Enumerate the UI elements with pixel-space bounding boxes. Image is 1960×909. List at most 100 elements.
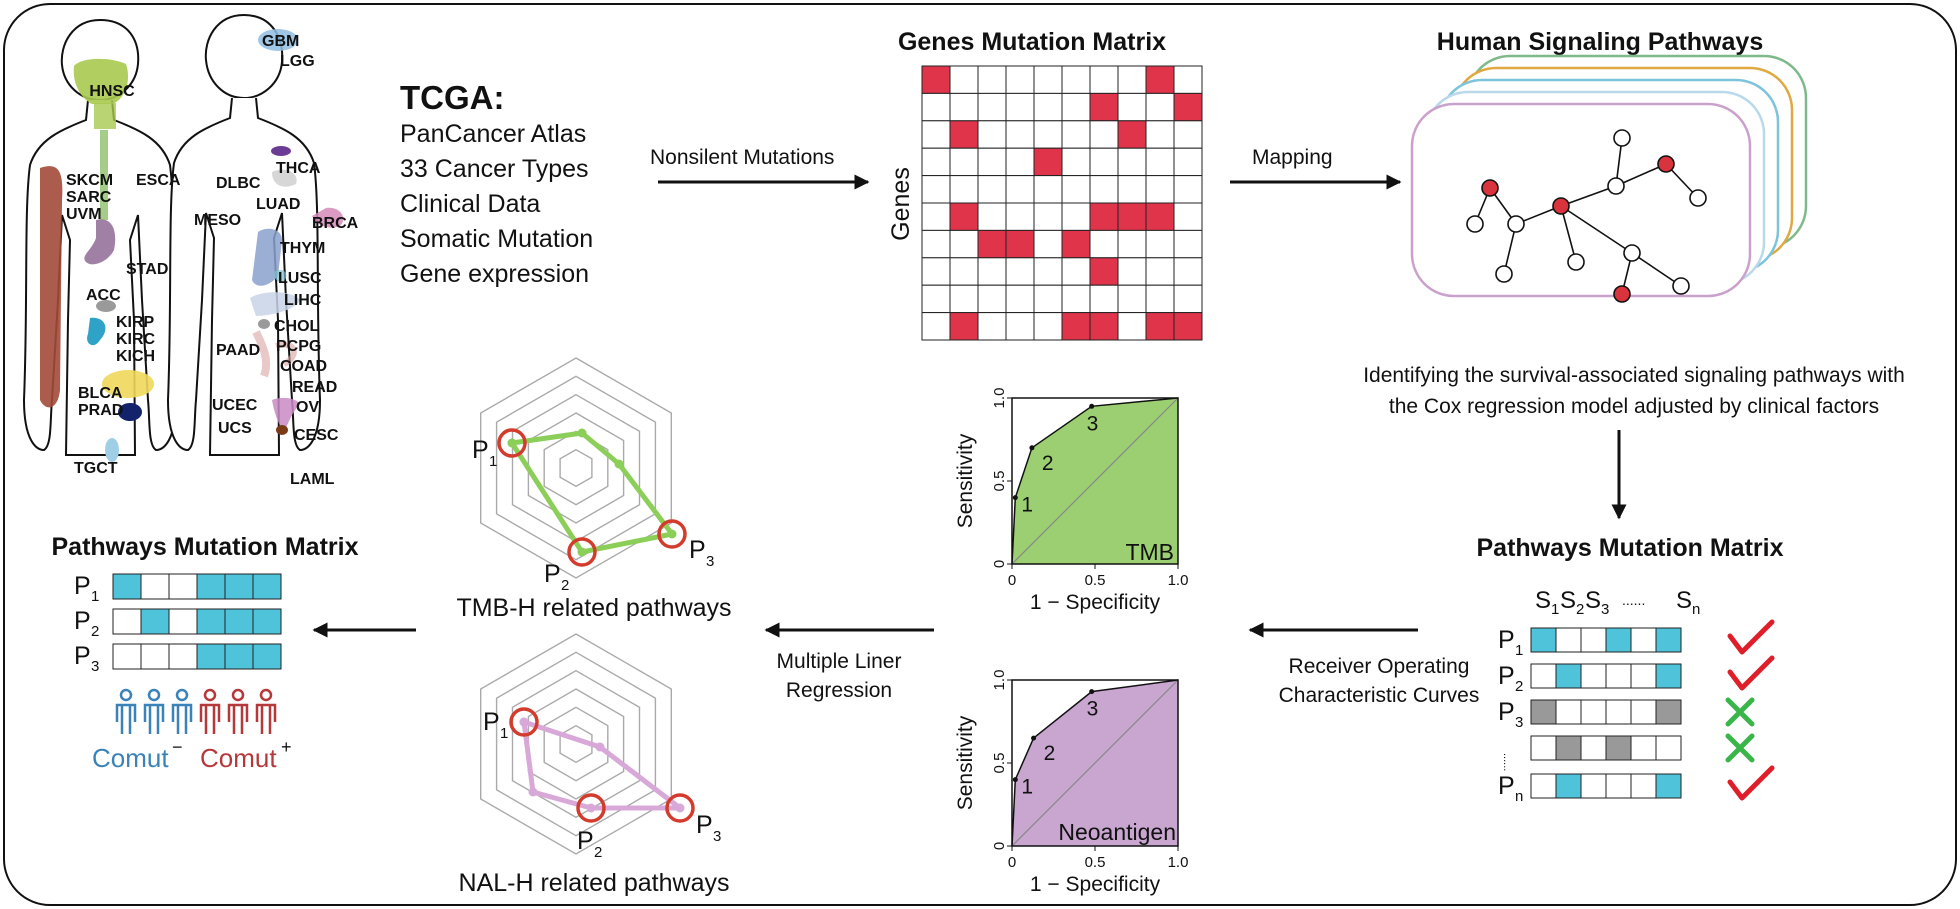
person-icon	[199, 688, 221, 734]
matrix-cell	[1173, 120, 1203, 149]
pathway-cell	[140, 608, 170, 635]
matrix-cell	[1145, 147, 1175, 177]
pathway-cell	[1655, 627, 1682, 653]
roc-point	[1012, 777, 1018, 783]
svg-text:S: S	[1676, 587, 1692, 614]
pathway-cell	[1655, 735, 1682, 761]
radar-ring	[480, 633, 672, 855]
radar-point	[577, 428, 587, 438]
highlight-ring	[567, 537, 597, 567]
svg-text:n: n	[1692, 601, 1700, 618]
matrix-cell	[1173, 229, 1203, 259]
label-acc: ACC	[86, 287, 121, 304]
matrix-cell	[1173, 202, 1203, 231]
radar-ring	[495, 375, 657, 561]
matrix-cell	[1173, 147, 1203, 177]
tcga-block: TCGA: PanCancer Atlas 33 Cancer Types Cl…	[400, 79, 593, 288]
label-lusc: LUSC	[278, 270, 322, 287]
x-tick-label: 0.5	[1085, 854, 1106, 871]
matrix-cell	[921, 120, 951, 149]
pathways-left-title: Pathways Mutation Matrix	[52, 533, 359, 561]
pathway-cell	[196, 643, 226, 670]
label-pcpg: PCPG	[276, 338, 321, 355]
pathway-row-label: P	[74, 607, 91, 635]
label-kirp: KIRP	[116, 314, 155, 331]
matrix-cell	[1173, 65, 1203, 94]
matrix-cell	[1117, 175, 1147, 204]
radar-ring	[511, 669, 641, 819]
pathway-cell	[1655, 663, 1682, 689]
label-esca: ESCA	[136, 172, 181, 189]
pathway-cell	[1580, 663, 1607, 689]
pathway-cell	[1555, 735, 1582, 761]
matrix-cell	[949, 257, 979, 286]
radar-point	[595, 742, 605, 752]
genes-matrix-title: Genes Mutation Matrix	[898, 28, 1166, 56]
row-ellipsis: ......	[1501, 753, 1513, 771]
mlr-label-1: Multiple Liner	[777, 650, 902, 673]
matrix-cell	[977, 284, 1007, 314]
matrix-cell	[1117, 229, 1147, 259]
tcga-title: TCGA:	[400, 79, 504, 116]
svg-text:1: 1	[1551, 601, 1559, 618]
network-title: Human Signaling Pathways	[1437, 28, 1763, 56]
matrix-cell	[921, 147, 951, 177]
genes-matrix-ylabel: Genes	[887, 167, 915, 241]
roc-label-1: Receiver Operating	[1289, 655, 1470, 678]
roc-ylabel: Sensitivity	[954, 433, 977, 528]
matrix-cell	[1117, 257, 1147, 286]
mutated-cell	[949, 120, 979, 149]
pathway-cell	[112, 608, 142, 635]
organ-labels-left: HNSC SKCM SARC UVM ESCA STAD ACC KIRP KI…	[66, 83, 181, 477]
matrix-cell	[1089, 147, 1119, 177]
tcga-item-4: Somatic Mutation	[400, 225, 593, 253]
radar-label-sub: 2	[594, 844, 602, 861]
label-ucec: UCEC	[212, 397, 258, 414]
mutated-cell	[1061, 229, 1091, 259]
comut-plus-sup: +	[281, 737, 292, 757]
pathway-cell	[1530, 663, 1557, 689]
radar-ring	[495, 651, 657, 837]
label-coad: COAD	[280, 358, 327, 375]
matrix-cell	[1005, 65, 1035, 94]
tcga-item-5: Gene expression	[400, 260, 589, 288]
matrix-cell	[1005, 284, 1035, 314]
pathway-row-label: P	[1498, 626, 1515, 654]
radar-point	[577, 547, 587, 557]
pathway-cell	[1655, 773, 1682, 799]
pathway-cell	[1580, 773, 1607, 799]
matrix-cell	[977, 202, 1007, 231]
check-icon	[1727, 655, 1775, 691]
svg-text:S: S	[1585, 587, 1601, 614]
matrix-cell	[1145, 92, 1175, 122]
matrix-cell	[921, 257, 951, 286]
roc-point-label: 3	[1087, 698, 1099, 721]
matrix-cell	[1033, 65, 1063, 94]
mutated-cell	[1005, 229, 1035, 259]
matrix-cell	[1061, 120, 1091, 149]
x-tick-label: 0.5	[1085, 572, 1106, 589]
y-tick-label: 1.0	[991, 670, 1008, 691]
label-brca: BRCA	[312, 215, 359, 232]
cox-line-1: Identifying the survival-associated sign…	[1363, 364, 1905, 387]
pathway-cell	[112, 573, 142, 600]
pathway-row-sub: 1	[1515, 642, 1523, 659]
radar-label-sub: 1	[489, 453, 497, 470]
matrix-cell	[1005, 202, 1035, 231]
label-gbm: GBM	[262, 33, 299, 50]
matrix-cell	[1145, 257, 1175, 286]
pathway-cell	[224, 573, 254, 600]
pathway-cell	[1555, 663, 1582, 689]
layer-1	[1410, 102, 1752, 298]
pathway-cell	[1530, 773, 1557, 799]
check-icon	[1727, 619, 1775, 655]
pathway-cell	[1580, 699, 1607, 725]
cross-icon	[1725, 733, 1755, 763]
roc-diagonal	[1011, 397, 1179, 565]
matrix-cell	[1033, 92, 1063, 122]
network-graph	[1466, 129, 1707, 303]
person-icon	[115, 688, 137, 734]
